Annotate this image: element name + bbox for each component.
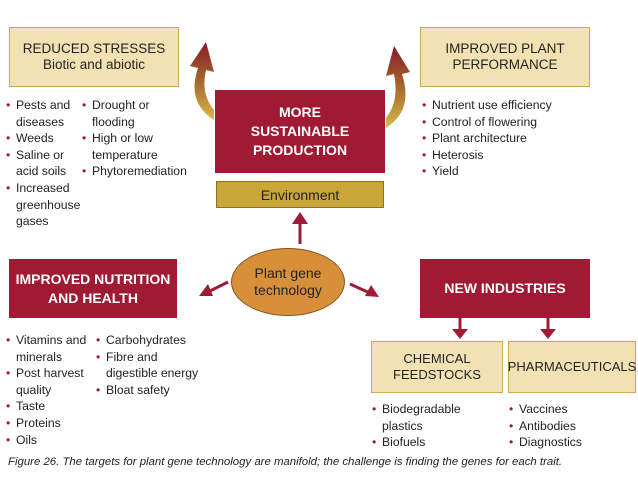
pharmaceuticals-list: Vaccines Antibodies Diagnostics <box>509 401 634 451</box>
curved-arrow-right <box>386 46 410 128</box>
list-item: Fibre and digestible energy <box>96 349 216 382</box>
list-item: Diagnostics <box>509 434 634 451</box>
list-item: Increased greenhouse gases <box>6 180 86 230</box>
curved-arrow-left <box>190 42 214 120</box>
improved-performance-list: Nutrient use efficiency Control of flowe… <box>422 97 592 180</box>
arrow-up-to-environment <box>292 212 308 244</box>
arrow-down-to-pharma <box>540 318 556 339</box>
list-item: Heterosis <box>422 147 592 164</box>
arrow-right-to-industries <box>349 282 379 297</box>
reduced-stresses-title: REDUCED STRESSES <box>22 41 166 56</box>
list-item: Proteins <box>6 415 101 432</box>
list-item: Drought or flooding <box>82 97 202 130</box>
list-item: Carbohydrates <box>96 332 216 349</box>
chemical-list: Biodegradable plastics Biofuels <box>372 401 502 451</box>
list-item: Yield <box>422 163 592 180</box>
nutrition-line-1: IMPROVED NUTRITION <box>15 270 171 287</box>
pharmaceuticals-label: PHARMACEUTICALS <box>507 359 637 374</box>
list-item: Weeds <box>6 130 86 147</box>
sustainable-line-2: SUSTAINABLE <box>250 123 350 139</box>
list-item: Phytoremediation <box>82 163 202 180</box>
arrow-left-to-nutrition <box>199 280 229 296</box>
sustainable-production-box: MORE SUSTAINABLE PRODUCTION <box>215 90 385 173</box>
list-item: Post harvest quality <box>6 365 101 398</box>
list-item: Oils <box>6 432 101 449</box>
environment-label: Environment <box>260 186 340 203</box>
chemical-line-1: CHEMICAL <box>403 351 471 366</box>
reduced-stresses-subtitle: Biotic and abiotic <box>42 57 146 72</box>
list-item: Control of flowering <box>422 114 592 131</box>
reduced-stresses-list-left: Pests and diseases Weeds Saline or acid … <box>6 97 86 230</box>
chemical-line-2: FEEDSTOCKS <box>393 367 481 382</box>
list-item: Antibodies <box>509 418 634 435</box>
list-item: Vitamins and minerals <box>6 332 101 365</box>
reduced-stresses-list-right: Drought or flooding High or low temperat… <box>82 97 202 180</box>
list-item: Saline or acid soils <box>6 147 86 180</box>
center-line-1: Plant gene <box>254 265 322 281</box>
sustainable-line-3: PRODUCTION <box>252 142 348 158</box>
environment-box: Environment <box>216 181 384 208</box>
list-item: Pests and diseases <box>6 97 86 130</box>
list-item: Plant architecture <box>422 130 592 147</box>
list-item: Biodegradable plastics <box>372 401 502 434</box>
plant-gene-technology-ellipse: Plant gene technology <box>231 248 345 316</box>
list-item: Vaccines <box>509 401 634 418</box>
list-item: Biofuels <box>372 434 502 451</box>
arrow-down-to-chemical <box>452 318 468 339</box>
new-industries-label: NEW INDUSTRIES <box>444 280 566 296</box>
improved-nutrition-box: IMPROVED NUTRITION AND HEALTH <box>9 259 177 318</box>
new-industries-box: NEW INDUSTRIES <box>420 259 590 318</box>
list-item: Taste <box>6 398 101 415</box>
list-item: Bloat safety <box>96 382 216 399</box>
nutrition-list-right: Carbohydrates Fibre and digestible energ… <box>96 332 216 398</box>
chemical-feedstocks-box: CHEMICAL FEEDSTOCKS <box>371 341 503 393</box>
improved-performance-title-2: PERFORMANCE <box>452 57 558 72</box>
nutrition-line-2: AND HEALTH <box>48 289 138 306</box>
improved-performance-title-1: IMPROVED PLANT <box>445 41 565 56</box>
list-item: High or low temperature <box>82 130 202 163</box>
list-item: Nutrient use efficiency <box>422 97 592 114</box>
sustainable-line-1: MORE <box>279 104 321 120</box>
nutrition-list-left: Vitamins and minerals Post harvest quali… <box>6 332 101 448</box>
pharmaceuticals-box: PHARMACEUTICALS <box>508 341 636 393</box>
figure-caption: Figure 26. The targets for plant gene te… <box>8 456 563 468</box>
center-line-2: technology <box>254 282 322 298</box>
reduced-stresses-box: REDUCED STRESSES Biotic and abiotic <box>9 27 179 87</box>
improved-performance-box: IMPROVED PLANT PERFORMANCE <box>420 27 590 87</box>
